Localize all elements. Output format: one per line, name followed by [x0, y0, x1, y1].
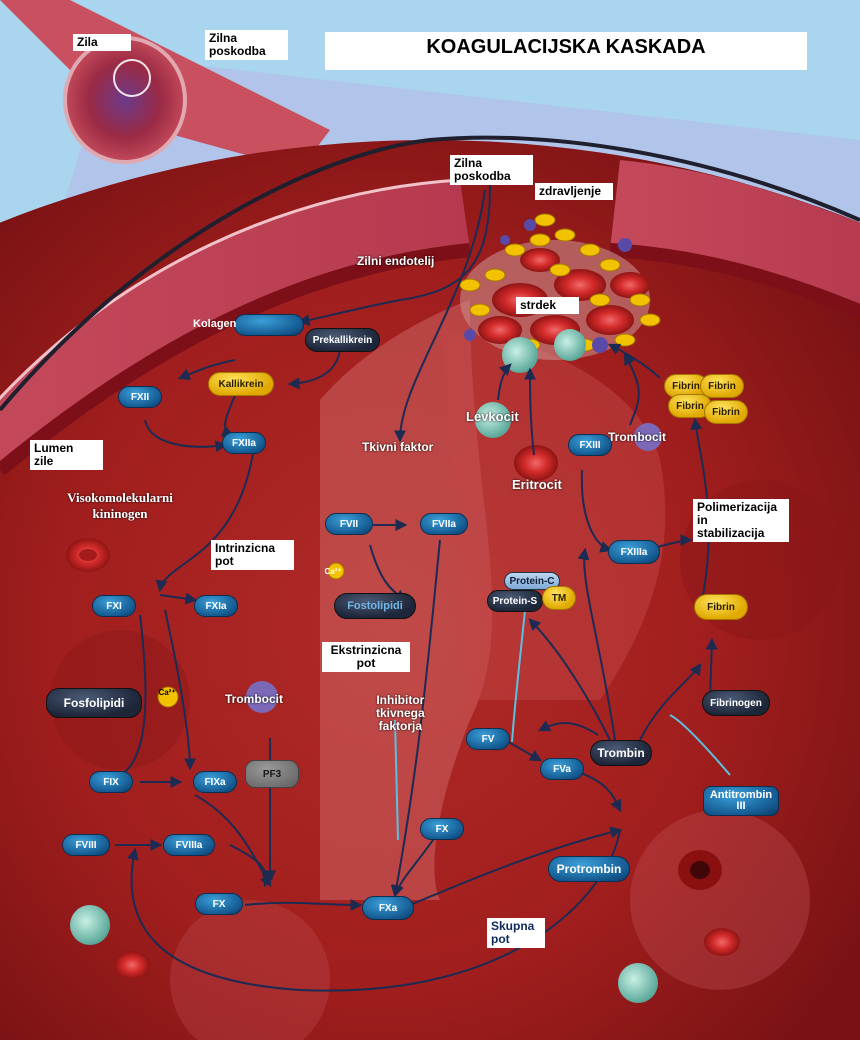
vessel-lumen-label: Lumen zile: [30, 440, 103, 470]
fviii-pill: FVIII: [62, 834, 110, 856]
thrombin-pill: Trombin: [590, 740, 652, 766]
fva-pill: FVa: [540, 758, 584, 780]
phospholipids-left-pill: Fosfolipidi: [46, 688, 142, 718]
vessel-label: Zila: [73, 34, 131, 51]
healing-label: zdravljenje: [535, 183, 613, 200]
erythrocyte-label: Eritrocit: [512, 477, 562, 492]
antithrombin-pill: Antitrombin III: [703, 786, 779, 816]
tissue-factor-label: Tkivni faktor: [362, 440, 434, 454]
vascular-injury-label-mid: Zilna poskodba: [450, 155, 533, 185]
fibrinogen-pill: Fibrinogen: [702, 690, 770, 716]
calcium-left-label: Ca²⁺: [158, 687, 176, 697]
tissue-factor-inhibitor-label: Inhibitor tkivnega faktorja: [376, 693, 425, 733]
vascular-endothelium-label: Zilni endotelij: [357, 254, 435, 268]
protein-s-pill: Protein-S: [487, 590, 543, 612]
tm-pill: TM: [542, 586, 576, 610]
extrinsic-pathway-label: Ekstrinzicna pot: [322, 642, 410, 672]
polymerization-label: Polimerizacija in stabilizacija: [693, 499, 789, 542]
fxii-pill: FXII: [118, 386, 162, 408]
clot-label: strdek: [516, 297, 579, 314]
common-pathway-label: Skupna pot: [487, 918, 545, 948]
platelet-label-top: Trombocit: [608, 430, 667, 444]
vascular-injury-label-top: Zilna poskodba: [205, 30, 288, 60]
intrinsic-pathway-label: Intrinzicna pot: [211, 540, 294, 570]
fxiiia-pill: FXIIIa: [608, 540, 660, 564]
fxiia-pill: FXIIa: [222, 432, 266, 454]
fxa-pill: FXa: [362, 896, 414, 920]
collagen-pill: Kolagen: [193, 314, 304, 336]
fvii-pill: FVII: [325, 513, 373, 535]
fv-pill: FV: [466, 728, 510, 750]
prothrombin-pill: Protrombin: [548, 856, 630, 882]
fxia-pill: FXIa: [194, 595, 238, 617]
fibrin-cluster-4: Fibrin: [704, 400, 748, 424]
collagen-label: Kolagen: [193, 318, 237, 330]
fx-left-pill: FX: [195, 893, 243, 915]
fviia-pill: FVIIa: [420, 513, 468, 535]
hmw-kininogen-label: Visokomolekularni kininogen: [67, 490, 173, 521]
fixa-pill: FIXa: [193, 771, 237, 793]
fibrin-pill: Fibrin: [694, 594, 748, 620]
fx-mid-pill: FX: [420, 818, 464, 840]
fibrin-cluster-2: Fibrin: [700, 374, 744, 398]
fxi-pill: FXI: [92, 595, 136, 617]
protein-c-pill: Protein-C: [504, 572, 560, 590]
platelet-label-left: Trombocit: [225, 692, 284, 706]
phospholipids-mid-pill: Fostolipidi: [334, 593, 416, 619]
calcium-mid-label: Ca²⁺: [324, 566, 342, 576]
prekallikrein-pill: Prekallikrein: [305, 328, 380, 352]
pf3-pill: PF3: [245, 760, 299, 788]
kallikrein-pill: Kallikrein: [208, 372, 274, 396]
fix-pill: FIX: [89, 771, 133, 793]
fviiia-pill: FVIIIa: [163, 834, 215, 856]
fxiii-pill: FXIII: [568, 434, 612, 456]
page-title: KOAGULACIJSKA KASKADA: [325, 32, 807, 70]
leukocyte-label: Levkocit: [466, 409, 519, 424]
